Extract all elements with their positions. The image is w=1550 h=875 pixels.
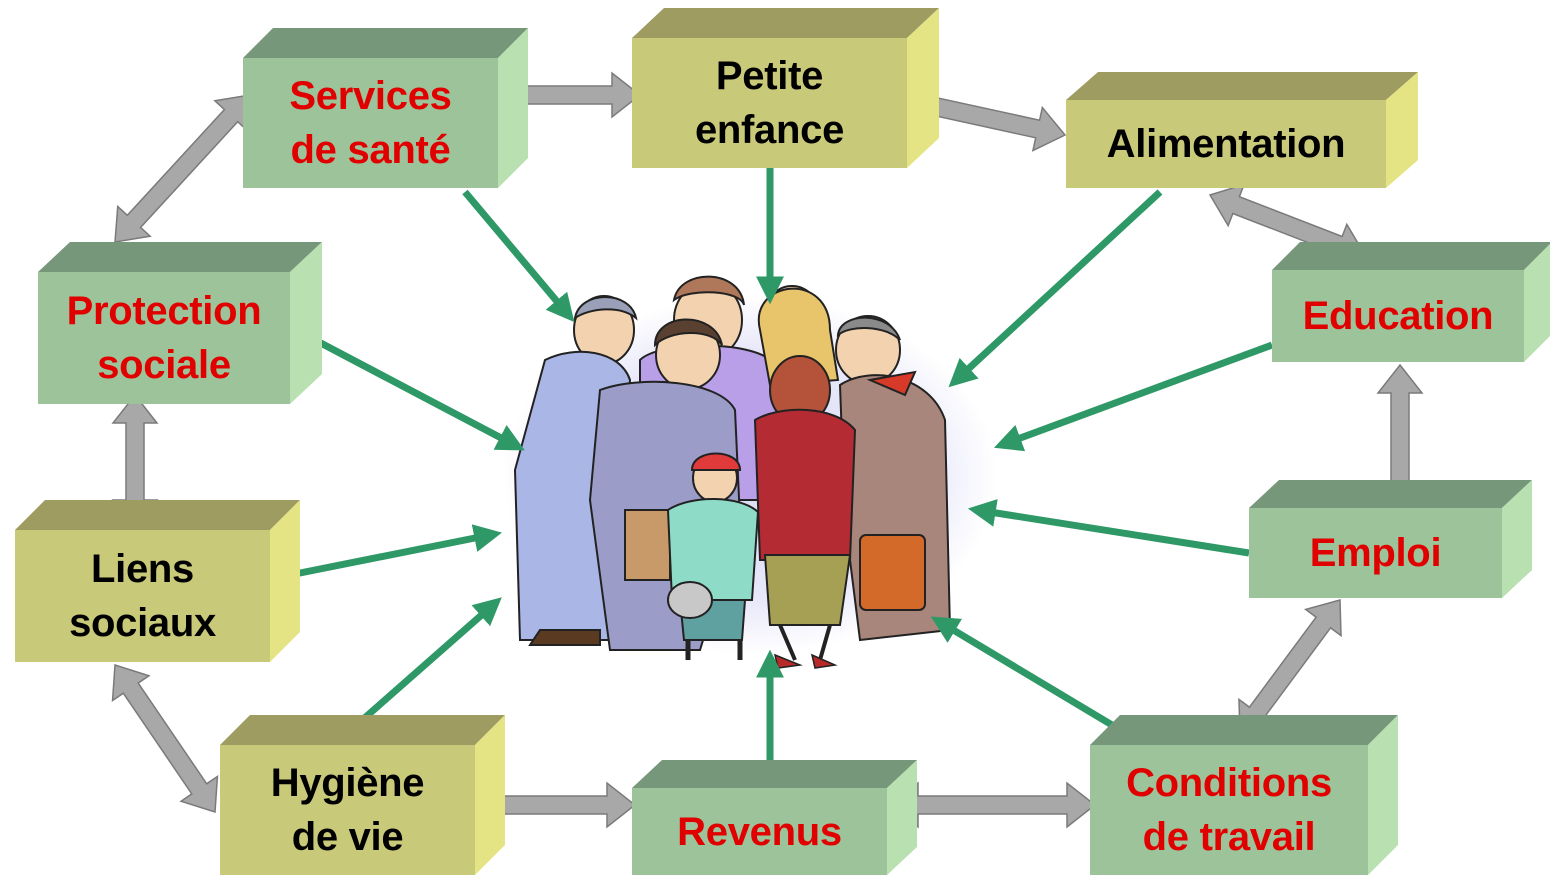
influence-arrow-icon (967, 499, 1250, 557)
box-label: Protection sociale (38, 272, 290, 404)
box-label-line: Alimentation (1106, 122, 1346, 166)
box-label-line: enfance (694, 108, 845, 152)
influence-arrow-icon (462, 189, 575, 323)
box-shape (1066, 72, 1418, 188)
box-shape (632, 760, 917, 875)
box-label: Liens sociaux (15, 530, 270, 662)
box-shape (243, 28, 528, 188)
box-label-line: de vie (291, 815, 404, 859)
box-label: Alimentation (1066, 100, 1386, 188)
double-arrow-icon (111, 663, 219, 814)
box-shape (1090, 715, 1398, 875)
box-label-line: de travail (1142, 815, 1316, 859)
box-alimentation: Alimentation (1066, 72, 1418, 188)
box-label-line: Education (1302, 294, 1494, 338)
box-shape (38, 242, 322, 404)
box-label: Emploi (1249, 508, 1502, 598)
box-hygiene-vie: Hygiène de vie (220, 715, 505, 875)
box-label-line: Protection (66, 289, 262, 333)
influence-arrow-icon (930, 616, 1114, 729)
box-protection-sociale: Protection sociale (38, 242, 322, 404)
box-label-line: de santé (290, 128, 451, 172)
box-shape (1249, 480, 1532, 598)
box-conditions-travail: Conditions de travail (1090, 715, 1398, 875)
box-emploi: Emploi (1249, 480, 1532, 598)
box-label-line: Revenus (677, 809, 842, 854)
box-label-line: sociaux (69, 601, 216, 645)
box-label-line: Conditions (1126, 761, 1332, 805)
influence-arrows (289, 168, 1274, 768)
box-label-line: Hygiène (270, 761, 425, 805)
box-shape (632, 8, 939, 168)
double-arrow-icon (114, 94, 251, 243)
box-revenus: Revenus (632, 760, 917, 875)
box-label: Hygiène de vie (220, 745, 475, 875)
box-services-sante: Services de santé (243, 28, 528, 188)
box-label-line: Services (289, 74, 452, 118)
influence-arrow-icon (948, 189, 1163, 388)
group-of-people-icon (502, 275, 997, 669)
box-label: Conditions de travail (1090, 745, 1368, 875)
double-arrow-icon (888, 781, 1097, 829)
box-shape (220, 715, 505, 875)
box-label-line: Petite (715, 54, 824, 98)
box-label: Petite enfance (632, 38, 907, 168)
box-label-line: Liens (91, 547, 194, 591)
influence-arrow-icon (993, 341, 1274, 452)
box-education: Education (1272, 242, 1550, 362)
box-petite-enfance: Petite enfance (632, 8, 939, 168)
box-liens-sociaux: Liens sociaux (15, 500, 300, 662)
box-label-line: sociale (97, 343, 231, 387)
influence-arrow-icon (357, 597, 502, 725)
box-label-line: Emploi (1309, 531, 1442, 575)
box-label: Services de santé (243, 58, 498, 188)
box-shape (1272, 242, 1550, 362)
box-shape (15, 500, 300, 662)
influence-arrow-icon (289, 524, 502, 579)
influence-arrow-icon (313, 336, 525, 451)
box-label: Revenus (632, 788, 887, 875)
box-label: Education (1272, 270, 1524, 362)
